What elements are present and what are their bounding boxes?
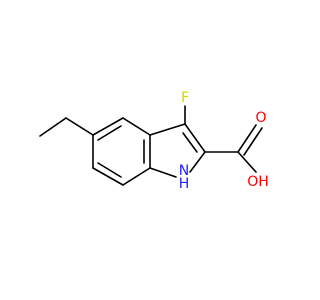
- bond-ethyl-ch3: [39, 117, 67, 137]
- bond-c-oh: [237, 151, 257, 173]
- atom-label-n: N: [179, 163, 189, 179]
- bond-n1-c7a: [149, 167, 177, 178]
- bond-c3-c2-double: [182, 132, 198, 153]
- bond-c2-n1: [189, 151, 206, 173]
- bond-c3-c2: [184, 123, 206, 153]
- bond-c-o-double-a: [237, 124, 257, 153]
- bond-c3a-c3: [149, 123, 186, 136]
- bond-ethyl-ch2: [65, 117, 94, 136]
- bond-ring-e: [92, 167, 124, 186]
- bond-ring-e-double: [97, 162, 122, 178]
- atom-label-f: F: [181, 90, 189, 106]
- atom-label-oh: OH: [247, 174, 269, 190]
- bond-c-o-double-b: [243, 127, 263, 156]
- atom-label-o-carbonyl: O: [255, 110, 266, 126]
- atom-label-h: H: [179, 176, 190, 192]
- bond-ring-b: [122, 117, 151, 136]
- bond-ring-a: [92, 117, 124, 136]
- bond-ring-d: [122, 167, 151, 186]
- bond-ring-a-double: [97, 125, 122, 141]
- structure-canvas: F O OH N H: [39, 90, 269, 192]
